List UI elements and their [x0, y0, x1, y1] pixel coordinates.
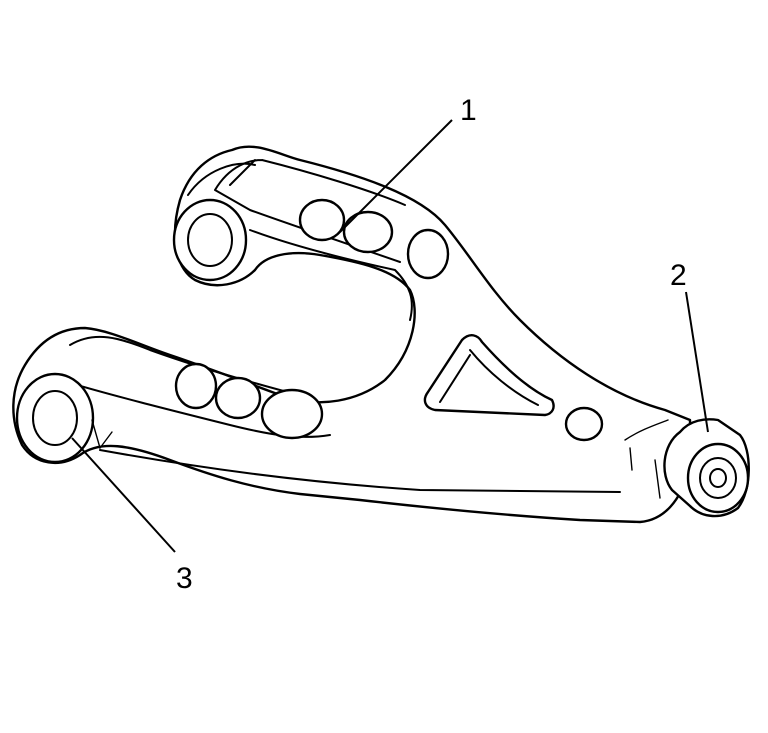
callout-3-label: 3 — [176, 562, 193, 595]
callout-3-leader — [71, 437, 176, 553]
callout-3: 3 — [71, 437, 193, 595]
callout-1-leader — [339, 119, 453, 233]
upper-boss-2 — [342, 210, 394, 254]
callout-1: 1 — [339, 94, 477, 233]
callout-2: 2 — [670, 259, 709, 433]
lower-boss-3 — [260, 388, 324, 440]
ball-joint — [663, 418, 750, 518]
ball-joint-ring — [699, 457, 737, 499]
round-boss — [564, 406, 604, 442]
triangular-pocket-inner — [439, 349, 539, 406]
callout-2-label: 2 — [670, 259, 687, 292]
upper-boss-1 — [298, 198, 346, 242]
mount-edge-lines — [624, 419, 669, 499]
control-arm — [12, 145, 692, 524]
lower-boss-1 — [174, 362, 218, 410]
callout-1-label: 1 — [460, 94, 477, 127]
arm-body-outline — [12, 145, 692, 524]
lower-eye-flange — [91, 419, 113, 450]
upper-pivot-bore — [187, 213, 233, 267]
lower-edge-line — [99, 449, 621, 493]
ball-joint-stud — [709, 468, 727, 488]
upper-eye-collar — [187, 159, 256, 196]
upper-pivot-eye — [172, 198, 248, 282]
callout-2-leader — [685, 291, 709, 433]
upper-boss-3 — [406, 228, 450, 280]
lower-pivot-bore — [32, 390, 78, 446]
ball-joint-face — [686, 442, 750, 514]
upper-arm-inner-edge — [249, 229, 413, 321]
lower-boss-2 — [214, 376, 262, 420]
